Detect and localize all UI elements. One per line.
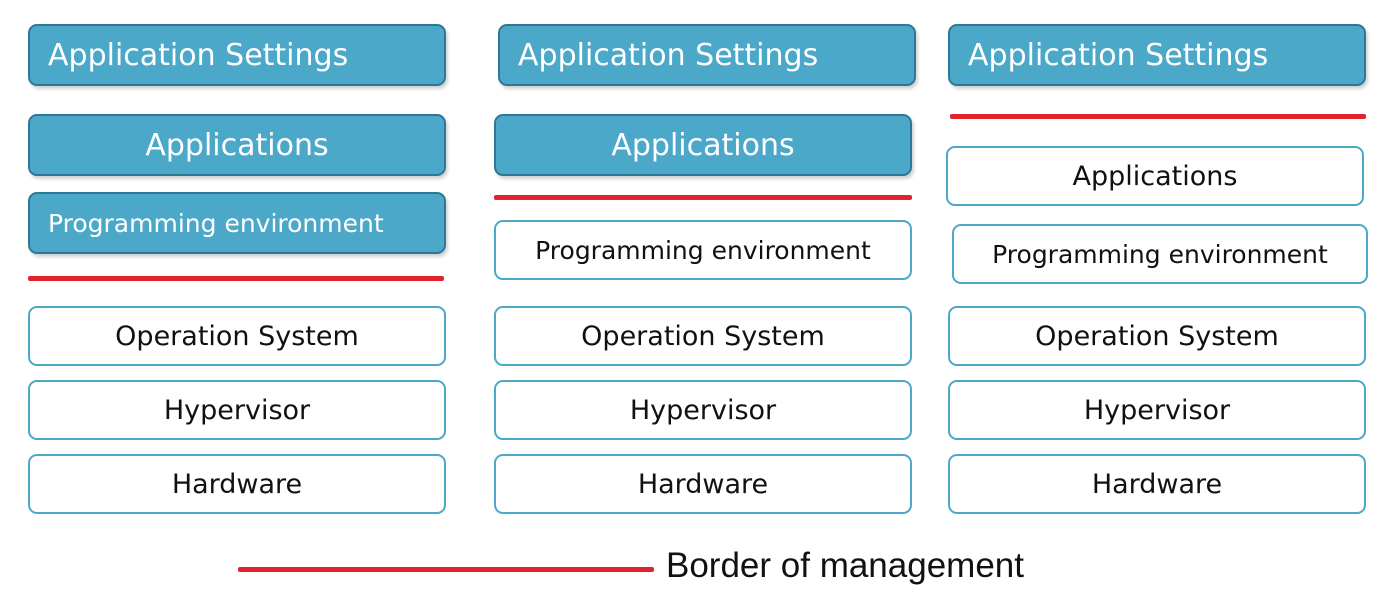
operation-system-box: Operation System <box>28 306 446 366</box>
applications-box: Applications <box>494 114 912 176</box>
hypervisor-box: Hypervisor <box>28 380 446 440</box>
programming-environment-label: Programming environment <box>992 239 1328 269</box>
operation-system-label: Operation System <box>115 320 359 352</box>
hardware-box: Hardware <box>28 454 446 514</box>
hardware-box: Hardware <box>494 454 912 514</box>
hardware-label: Hardware <box>171 468 303 500</box>
hypervisor-box: Hypervisor <box>494 380 912 440</box>
legend-label: Border of management <box>666 546 1024 585</box>
applications-label: Applications <box>1072 160 1238 192</box>
operation-system-label: Operation System <box>1035 320 1279 352</box>
programming-environment-box: Programming environment <box>952 224 1368 284</box>
legend-line <box>238 567 654 572</box>
management-border-line <box>494 195 912 200</box>
applications-label: Applications <box>611 127 795 163</box>
application-settings-label: Application Settings <box>48 37 349 73</box>
application-settings-label: Application Settings <box>518 37 819 73</box>
programming-environment-box: Programming environment <box>494 220 912 280</box>
hypervisor-label: Hypervisor <box>163 394 311 426</box>
applications-box: Applications <box>946 146 1364 206</box>
applications-label: Applications <box>145 127 329 163</box>
management-border-line <box>28 276 444 281</box>
operation-system-box: Operation System <box>948 306 1366 366</box>
application-settings-box: Application Settings <box>948 24 1366 86</box>
application-settings-label: Application Settings <box>968 37 1269 73</box>
hypervisor-label: Hypervisor <box>629 394 777 426</box>
programming-environment-box: Programming environment <box>28 192 446 254</box>
applications-box: Applications <box>28 114 446 176</box>
management-border-line <box>950 114 1366 119</box>
hypervisor-box: Hypervisor <box>948 380 1366 440</box>
hardware-label: Hardware <box>637 468 769 500</box>
hypervisor-label: Hypervisor <box>1083 394 1231 426</box>
hardware-label: Hardware <box>1091 468 1223 500</box>
programming-environment-label: Programming environment <box>535 235 871 265</box>
operation-system-label: Operation System <box>581 320 825 352</box>
operation-system-box: Operation System <box>494 306 912 366</box>
programming-environment-label: Programming environment <box>48 208 384 238</box>
hardware-box: Hardware <box>948 454 1366 514</box>
application-settings-box: Application Settings <box>498 24 916 86</box>
application-settings-box: Application Settings <box>28 24 446 86</box>
